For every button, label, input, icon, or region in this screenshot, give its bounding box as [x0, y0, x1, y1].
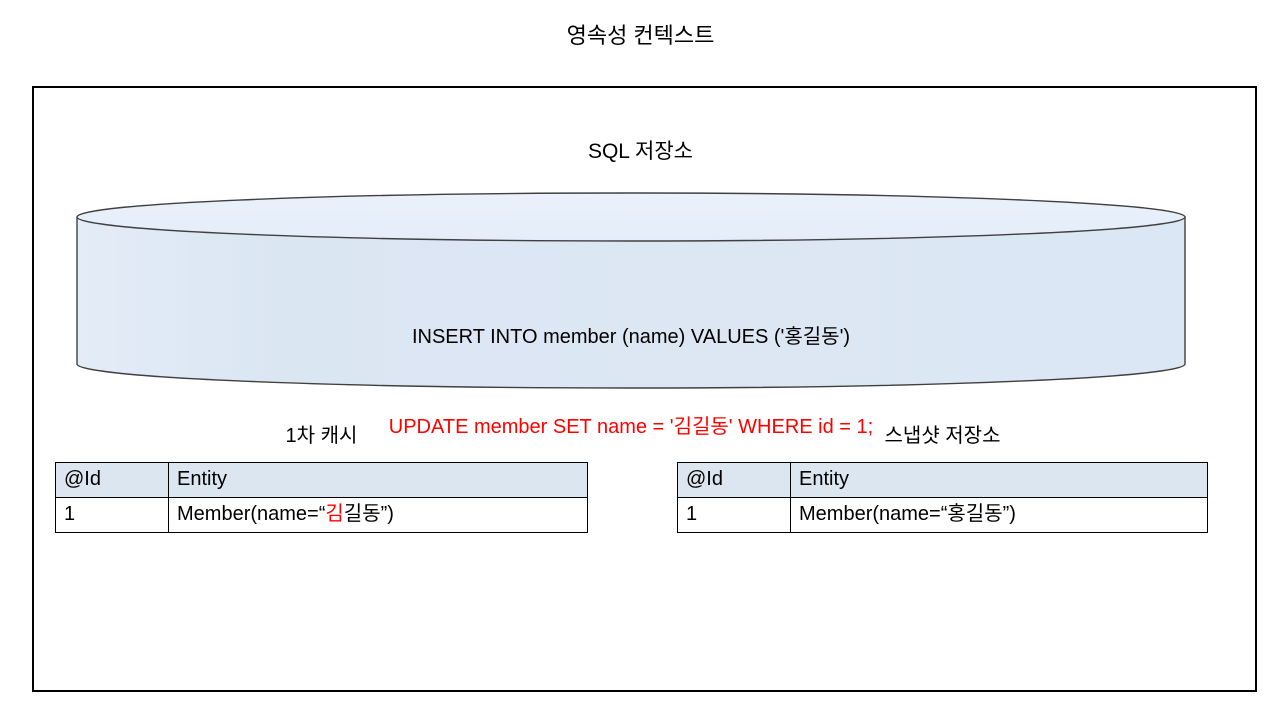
column-header-entity: Entity — [790, 462, 1208, 498]
entity-text-prefix: Member(name=“ — [799, 503, 948, 525]
sql-statement-insert: INSERT INTO member (name) VALUES ('홍길동') — [411, 326, 851, 348]
first-level-cache-table: @Id Entity 1 Member(name=“김길동”) — [55, 462, 588, 533]
cell-entity: Member(name=“홍길동”) — [790, 497, 1208, 533]
sql-store-cylinder — [76, 192, 1186, 389]
entity-text-suffix: 홍길동”) — [947, 503, 1016, 525]
cell-id: 1 — [55, 497, 169, 533]
sql-store-label: SQL 저장소 — [587, 140, 694, 163]
persistence-context-frame — [32, 86, 1257, 692]
cell-entity: Member(name=“김길동”) — [168, 497, 588, 533]
table-row: 1 Member(name=“홍길동”) — [677, 497, 1208, 533]
column-header-id: @Id — [55, 462, 169, 498]
snapshot-store-table: @Id Entity 1 Member(name=“홍길동”) — [677, 462, 1208, 533]
table-header-row: @Id Entity — [677, 462, 1208, 498]
sql-statement-list: INSERT INTO member (name) VALUES ('홍길동')… — [77, 262, 1185, 472]
column-header-entity: Entity — [168, 462, 588, 498]
first-level-cache-caption: 1차 캐시 — [285, 425, 358, 447]
sql-statement-update: UPDATE member SET name = '김길동' WHERE id … — [388, 416, 874, 438]
entity-text-suffix: 길동”) — [343, 503, 394, 525]
table-header-row: @Id Entity — [55, 462, 588, 498]
column-header-id: @Id — [677, 462, 791, 498]
entity-text-prefix: Member(name=“ — [177, 503, 326, 525]
snapshot-store-caption: 스냅샷 저장소 — [884, 425, 1001, 447]
table-row: 1 Member(name=“김길동”) — [55, 497, 588, 533]
page-title: 영속성 컨텍스트 — [566, 23, 715, 48]
entity-text-highlight: 김 — [325, 503, 344, 525]
cell-id: 1 — [677, 497, 791, 533]
